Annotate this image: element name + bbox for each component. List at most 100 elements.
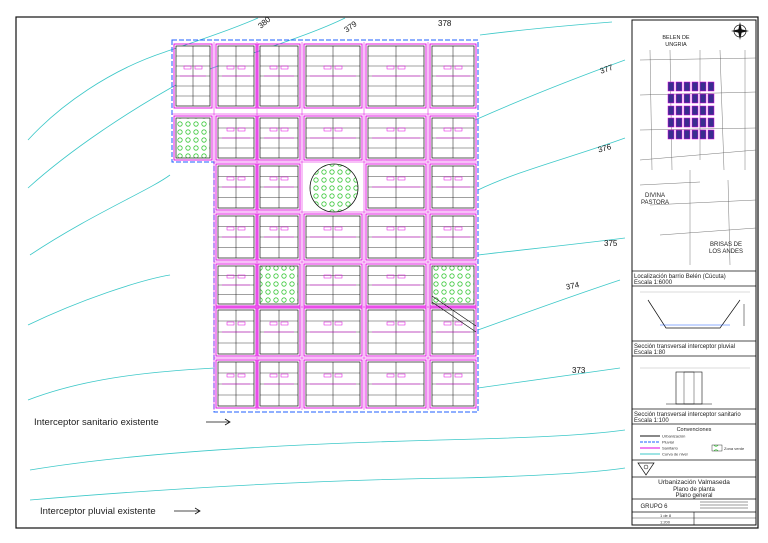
sanitary-interceptor-label: Interceptor sanitario existente <box>34 417 159 428</box>
block-2-4 <box>365 163 427 211</box>
legend-item-zona-verde: Zona verde <box>724 446 745 451</box>
block-0-1 <box>215 43 257 109</box>
location-block <box>675 81 683 92</box>
sanitary-network <box>172 42 478 410</box>
block-6-1 <box>215 359 257 409</box>
pipe-network <box>171 39 479 413</box>
project-name: Urbanización Valmaseda <box>658 479 730 486</box>
block-6-5 <box>429 359 477 409</box>
location-block <box>683 93 691 104</box>
location-block <box>691 81 699 92</box>
location-block <box>675 93 683 104</box>
location-block <box>699 81 707 92</box>
block-3-1 <box>215 213 257 261</box>
block-3-5 <box>429 213 477 261</box>
location-block <box>683 117 691 128</box>
location-block <box>707 117 715 128</box>
block-0-0 <box>173 43 213 109</box>
contour-label-379: 379 <box>342 19 359 34</box>
block-3-3 <box>303 213 363 261</box>
location-block <box>667 129 675 140</box>
place-divina-2: PASTORA <box>641 200 669 206</box>
pluvial-section-scale: Escala 1:80 <box>634 350 666 356</box>
side-panel <box>631 19 757 526</box>
block-5-2 <box>257 307 301 357</box>
block-6-4 <box>365 359 427 409</box>
block-1-4 <box>365 115 427 161</box>
location-block <box>699 93 707 104</box>
location-scale: Escala 1:6000 <box>634 280 673 286</box>
block-5-3 <box>303 307 363 357</box>
block-4-2 <box>257 263 301 307</box>
block-2-1 <box>215 163 257 211</box>
block-6-3 <box>303 359 363 409</box>
location-block <box>699 129 707 140</box>
block-4-5 <box>429 263 477 307</box>
location-block <box>707 129 715 140</box>
location-block <box>683 81 691 92</box>
location-block <box>675 105 683 116</box>
legend: Convenciones Urbanización Pluvial Sanita… <box>640 427 745 457</box>
place-belen-2: UNGRIA <box>665 42 687 48</box>
north-arrow-icon <box>731 22 749 40</box>
contour-lines <box>27 17 626 501</box>
legend-title: Convenciones <box>677 427 712 433</box>
contour-label-375: 375 <box>604 239 618 248</box>
block-0-2 <box>257 43 301 109</box>
location-block <box>683 129 691 140</box>
contour-sw-d <box>29 467 626 501</box>
place-brisas-1: BRISAS DE <box>710 242 742 248</box>
title-block: Urbanización Valmaseda Plano de planta P… <box>637 462 748 525</box>
location-block <box>667 105 675 116</box>
urban-blocks <box>172 42 478 410</box>
sanitary-section-scale: Escala 1:100 <box>634 418 669 424</box>
legend-item-sanitario: Sanitario <box>662 446 679 451</box>
drawing-subtitle: Plano general <box>675 493 712 499</box>
sanitary-arrow-icon <box>206 418 231 426</box>
contour-376 <box>477 137 626 191</box>
contour-380 <box>27 17 259 141</box>
block-5-1 <box>215 307 257 357</box>
pluvial-section-caption: Sección transversal interceptor pluvial <box>634 344 735 350</box>
place-divina-1: DIVINA <box>645 193 665 199</box>
block-1-3 <box>303 115 363 161</box>
contour-label-373: 373 <box>572 366 586 375</box>
location-map: BELEN DE UNGRIA DIVINA PASTORA BRISAS DE… <box>634 22 757 286</box>
location-caption: Localización barrio Belén (Cúcuta) <box>634 274 726 280</box>
contour-sw-b <box>27 367 216 401</box>
block-0-3 <box>303 43 363 109</box>
block-3-2 <box>257 213 301 261</box>
pluvial-section: Sección transversal interceptor pluvial … <box>634 291 750 356</box>
block-2-5 <box>429 163 477 211</box>
location-block <box>699 117 707 128</box>
place-belen: BELEN DE <box>662 35 690 41</box>
block-1-2 <box>257 115 301 161</box>
contour-label-376: 376 <box>597 142 613 154</box>
block-1-0 <box>173 115 213 161</box>
block-0-4 <box>365 43 427 109</box>
block-2-2 <box>257 163 301 211</box>
block-0-5 <box>429 43 477 109</box>
university-logo <box>637 462 655 476</box>
legend-item-pluvial: Pluvial <box>662 440 674 445</box>
location-block <box>691 105 699 116</box>
block-4-1 <box>215 263 257 307</box>
location-block <box>667 117 675 128</box>
authors-block <box>700 501 748 509</box>
location-block <box>691 117 699 128</box>
block-1-5 <box>429 115 477 161</box>
contour-label-377: 377 <box>599 63 615 76</box>
location-map-site <box>667 81 715 140</box>
contour-label-378: 378 <box>438 19 452 28</box>
diagonal-channel <box>431 295 477 333</box>
contour-sw-c <box>29 429 626 471</box>
block-5-4 <box>365 307 427 357</box>
drawing-scale: 1:200 <box>660 520 671 525</box>
location-block <box>707 105 715 116</box>
pluvial-arrow-icon <box>174 507 201 515</box>
block-3-4 <box>365 213 427 261</box>
location-block <box>675 129 683 140</box>
sanitary-section-caption: Sección transversal interceptor sanitari… <box>634 412 741 418</box>
location-block <box>667 81 675 92</box>
